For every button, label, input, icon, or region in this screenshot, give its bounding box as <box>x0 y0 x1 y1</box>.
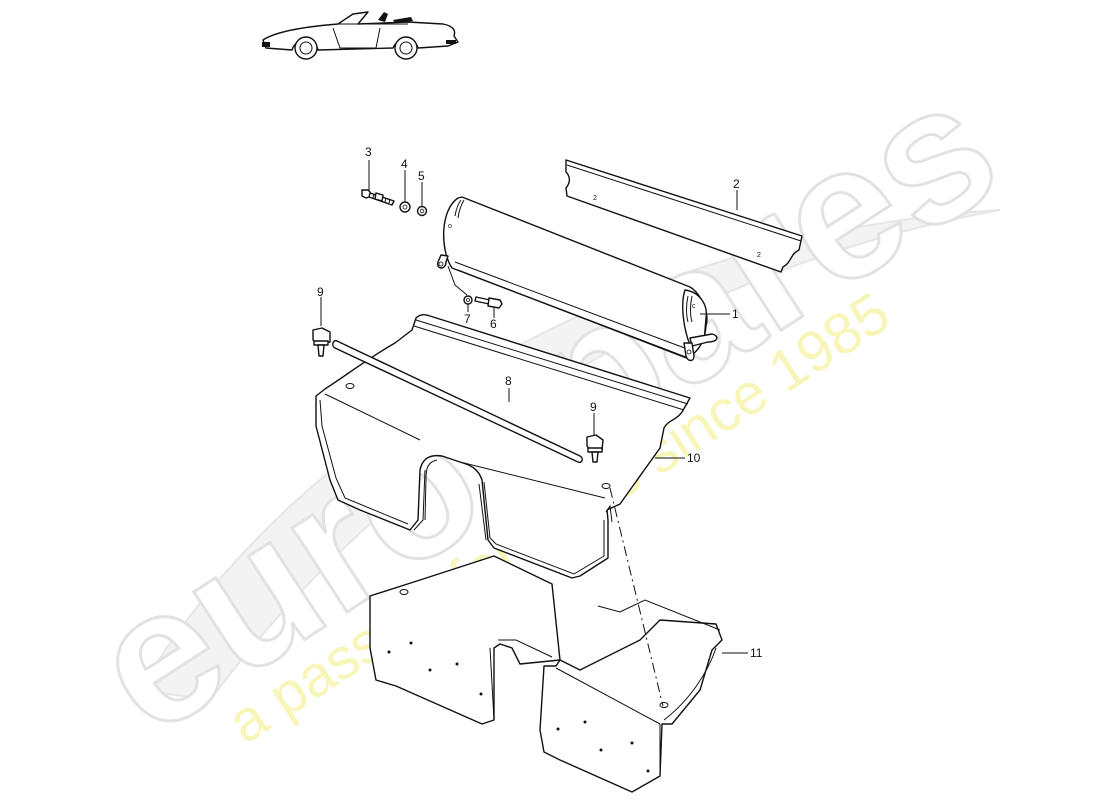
car-thumbnail <box>262 11 459 60</box>
callout-9-right: 9 <box>590 400 597 414</box>
roll-bar-cover: o c <box>437 196 718 362</box>
callout-8: 8 <box>505 374 512 388</box>
svg-text:c: c <box>692 303 696 310</box>
callout-5: 5 <box>418 169 425 183</box>
callout-10: 10 <box>687 451 701 465</box>
nut-5 <box>416 205 428 217</box>
callout-4: 4 <box>401 157 408 171</box>
callout-11: 11 <box>750 646 763 660</box>
svg-text:2: 2 <box>757 252 761 259</box>
clip-9-right <box>586 434 604 463</box>
callout-7: 7 <box>464 312 471 326</box>
washer-7 <box>463 295 473 305</box>
alignment-line <box>609 487 664 707</box>
washer-4 <box>399 201 411 213</box>
leader-lines <box>320 160 748 654</box>
svg-text:2: 2 <box>593 195 597 202</box>
floor-mat <box>369 555 723 793</box>
clip-9-left <box>312 327 331 357</box>
rod-8 <box>332 339 583 464</box>
callout-1: 1 <box>732 307 739 321</box>
screw-6 <box>474 296 503 309</box>
callout-3: 3 <box>365 145 372 159</box>
callout-2: 2 <box>733 177 740 191</box>
callout-9-left: 9 <box>317 285 324 299</box>
svg-text:o: o <box>448 223 452 230</box>
callout-6: 6 <box>490 317 497 331</box>
trim-strip: 2 2 <box>565 159 803 273</box>
bolt-3 <box>361 189 395 206</box>
